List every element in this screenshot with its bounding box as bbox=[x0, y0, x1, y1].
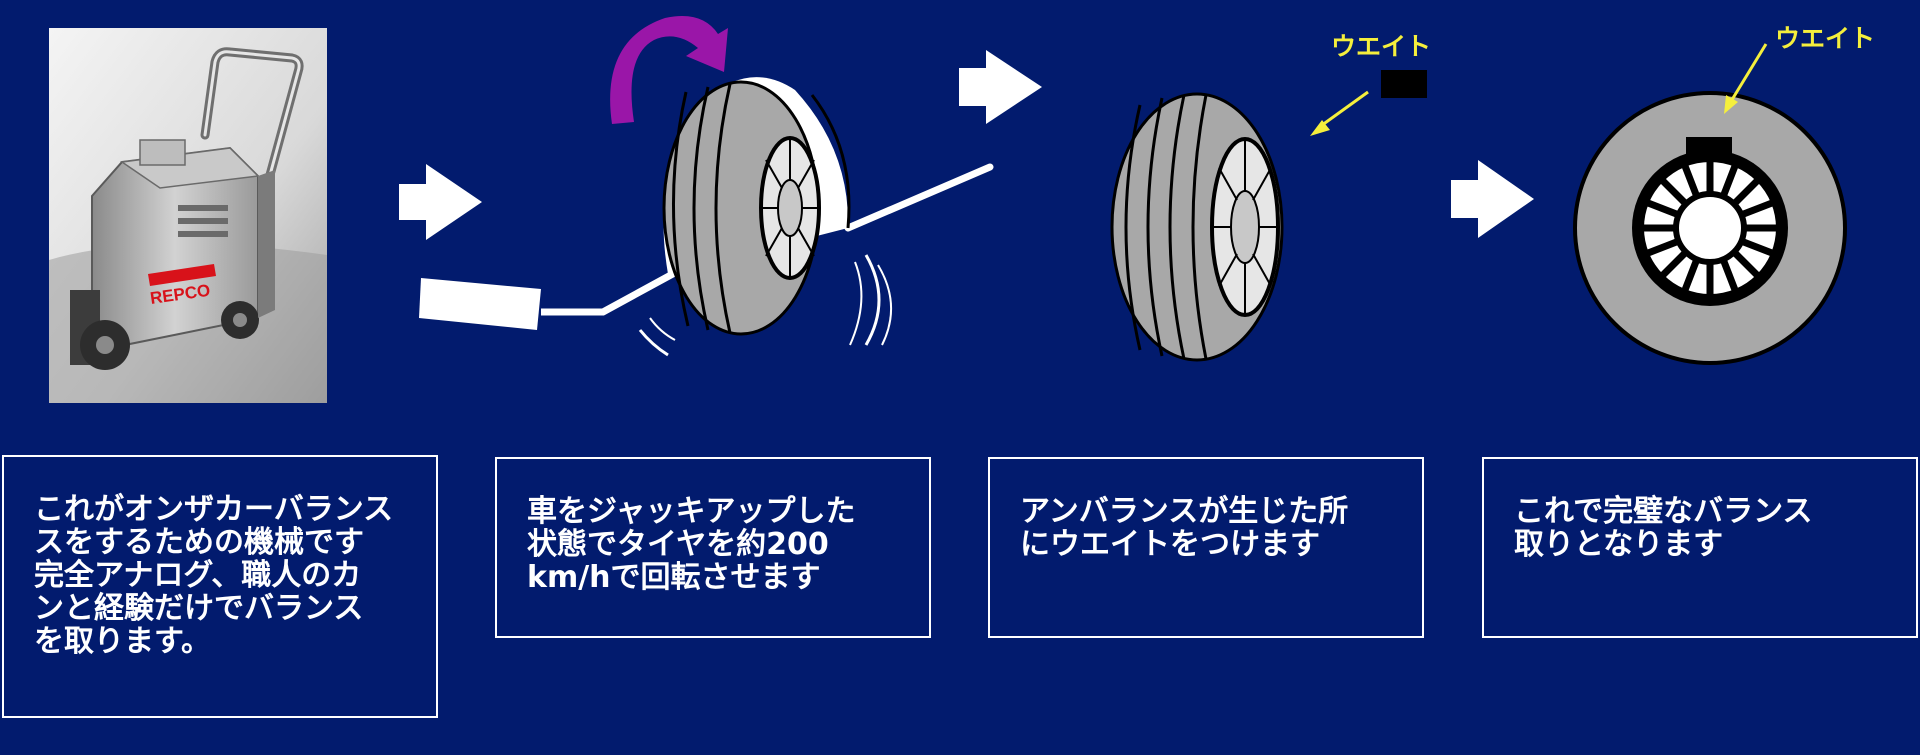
curved-rotation-arrow-icon bbox=[610, 16, 728, 124]
caption-line: km/hで回転させます bbox=[527, 560, 821, 595]
tire-with-weight-illustration bbox=[1110, 70, 1427, 362]
spinning-tire-illustration bbox=[419, 77, 994, 357]
right-arrow-icon bbox=[1451, 160, 1534, 238]
caption-line: ンと経験だけでバランス bbox=[34, 591, 364, 626]
caption-line: を取ります。 bbox=[34, 624, 211, 659]
caption-line: 完全アナログ、職人のカ bbox=[34, 558, 362, 593]
weight-label: ウエイト bbox=[1775, 24, 1876, 53]
weight-label: ウエイト bbox=[1331, 32, 1432, 61]
machine-photo: REPCO bbox=[49, 28, 327, 403]
caption-line: にウエイトをつけます bbox=[1020, 527, 1320, 562]
caption-box-attach-weight: アンバランスが生じた所 にウエイトをつけます bbox=[988, 457, 1424, 638]
caption-box-balanced: これで完璧なバランス 取りとなります bbox=[1482, 457, 1918, 638]
caption-box-machine: これがオンザカーバランス スをするための機械です 完全アナログ、職人のカ ンと経… bbox=[2, 455, 438, 718]
pointer-arrow-icon bbox=[1724, 43, 1768, 114]
caption-line: 取りとなります bbox=[1514, 527, 1724, 562]
balanced-wheel-illustration bbox=[1573, 91, 1847, 365]
caption-line: これで完璧なバランス bbox=[1514, 494, 1813, 529]
caption-box-jack-up: 車をジャッキアップした 状態でタイヤを約200 km/hで回転させます bbox=[495, 457, 931, 638]
pointer-arrow-icon bbox=[1310, 90, 1369, 136]
caption-line: スをするための機械です bbox=[34, 525, 364, 560]
caption-line: 状態でタイヤを約200 bbox=[527, 527, 829, 562]
caption-line: 車をジャッキアップした bbox=[527, 494, 856, 529]
caption-line: これがオンザカーバランス bbox=[34, 492, 394, 527]
caption-line: アンバランスが生じた所 bbox=[1020, 494, 1349, 529]
right-arrow-icon bbox=[959, 50, 1042, 124]
right-arrow-icon bbox=[399, 164, 482, 240]
